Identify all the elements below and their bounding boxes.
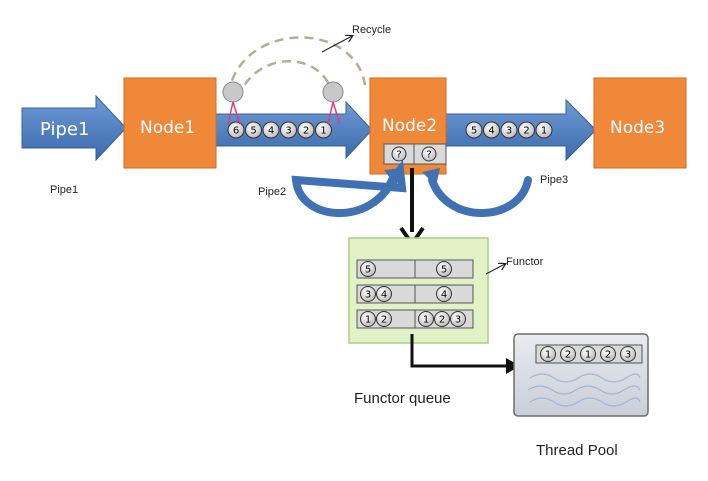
pipe2-item: 1 <box>315 121 332 139</box>
pipe2-item: 4 <box>262 121 280 139</box>
functor-pointer <box>485 264 505 275</box>
recycle-figure-left <box>222 81 244 125</box>
functor-item-label: 3 <box>455 315 461 326</box>
node1-box <box>123 77 217 169</box>
node2-label: Node2 <box>382 116 437 136</box>
loop-arrow-left <box>291 159 407 217</box>
functor-item-label: 2 <box>439 315 445 326</box>
node1-label: Node1 <box>140 118 195 138</box>
pipe2-item-label: 1 <box>320 126 326 137</box>
functor-item: 3 <box>450 311 466 327</box>
functor-queue-label: Functor queue <box>354 390 451 407</box>
pipe3-item-label: 5 <box>471 126 477 137</box>
pipe3-item: 3 <box>500 121 518 139</box>
recycle-arc-inner <box>236 60 334 99</box>
pipe3-item-label: 4 <box>488 126 494 137</box>
functor-item: 1 <box>418 311 434 327</box>
recycle-arc-outer <box>226 36 367 96</box>
functor-item: 5 <box>360 261 376 277</box>
node2-slot: ? <box>391 146 407 162</box>
thread-pool-item: 2 <box>560 346 576 362</box>
node2-slot: ? <box>421 146 437 162</box>
pipe3-item-label: 2 <box>523 126 529 137</box>
thread-pool-item-label: 2 <box>605 350 611 361</box>
functor-item-label: 4 <box>441 290 447 301</box>
pipe1-arrow <box>21 94 127 162</box>
thread-pool-item-label: 1 <box>545 350 551 361</box>
thread-pool-label: Thread Pool <box>536 442 618 459</box>
functor-item: 4 <box>436 286 452 302</box>
functor-item: 4 <box>376 286 392 302</box>
functor-item: 2 <box>434 311 450 327</box>
pipe2-item-label: 5 <box>250 126 256 137</box>
pipe3-item: 2 <box>518 121 535 139</box>
thread-pool-item-label: 1 <box>585 350 591 361</box>
pipe2-item: 6 <box>227 121 245 139</box>
loop-arrow-right-head <box>422 168 440 186</box>
functor-item: 5 <box>436 261 452 277</box>
pipe2-item: 5 <box>245 121 262 139</box>
pipe2-caption: Pipe2 <box>258 186 287 198</box>
thread-pool-item-label: 3 <box>625 350 631 361</box>
node2-slot-label: ? <box>426 150 431 161</box>
pipe2-item-label: 4 <box>268 126 274 137</box>
functor-to-pool-arrow <box>410 334 512 368</box>
loop-arrow-left-head <box>384 168 402 186</box>
recycle-pointer <box>321 36 352 53</box>
functor-item: 3 <box>360 286 376 302</box>
pipe3-item: 5 <box>465 121 483 139</box>
pipe1-arrow-label: Pipe1 <box>40 119 89 140</box>
functor-item-label: 5 <box>365 265 371 276</box>
node2-slot-label: ? <box>396 150 401 161</box>
functor-item-label: 3 <box>365 290 371 301</box>
pipe2-item: 2 <box>297 121 315 139</box>
pipe2-item-label: 2 <box>303 126 309 137</box>
thread-pool-item-label: 2 <box>565 350 571 361</box>
functor-to-pool-arrowhead <box>506 358 520 374</box>
thread-pool-wave-3 <box>529 397 641 407</box>
recycle-figure-right <box>322 81 344 125</box>
pipe2-item-label: 3 <box>285 126 291 137</box>
functor-item: 2 <box>376 311 392 327</box>
thread-pool-item: 1 <box>580 346 596 362</box>
functor-item-label: 4 <box>381 290 387 301</box>
thread-pool-item: 3 <box>620 346 636 362</box>
thread-pool-wave-2 <box>527 385 641 395</box>
node3-box <box>593 77 687 169</box>
pipe2-item: 3 <box>280 121 297 139</box>
functor-label: Functor <box>506 256 544 268</box>
pipe1-caption: Pipe1 <box>50 184 79 196</box>
pipe2-item-label: 6 <box>233 126 239 137</box>
loop-arrow-right <box>428 176 532 217</box>
thread-pool-item: 1 <box>540 346 556 362</box>
pipe3-item-label: 1 <box>541 126 547 137</box>
pipe3-item: 4 <box>483 121 500 139</box>
functor-item-label: 5 <box>441 265 447 276</box>
pipe3-item: 1 <box>535 121 553 139</box>
functor-item: 1 <box>360 311 376 327</box>
pipe3-caption: Pipe3 <box>540 174 569 186</box>
recycle-label: Recycle <box>352 24 392 36</box>
thread-pool-items: 1 2 1 2 3 <box>535 344 643 364</box>
node2-slot-items: ?? <box>391 146 437 162</box>
thread-pool-item: 2 <box>600 346 616 362</box>
node3-label: Node3 <box>610 118 665 138</box>
functor-item-label: 1 <box>423 315 429 326</box>
thread-pool-wave-1 <box>529 373 641 383</box>
functor-item-label: 1 <box>365 315 371 326</box>
pipe3-item-label: 3 <box>506 126 512 137</box>
functor-item-label: 2 <box>381 315 387 326</box>
